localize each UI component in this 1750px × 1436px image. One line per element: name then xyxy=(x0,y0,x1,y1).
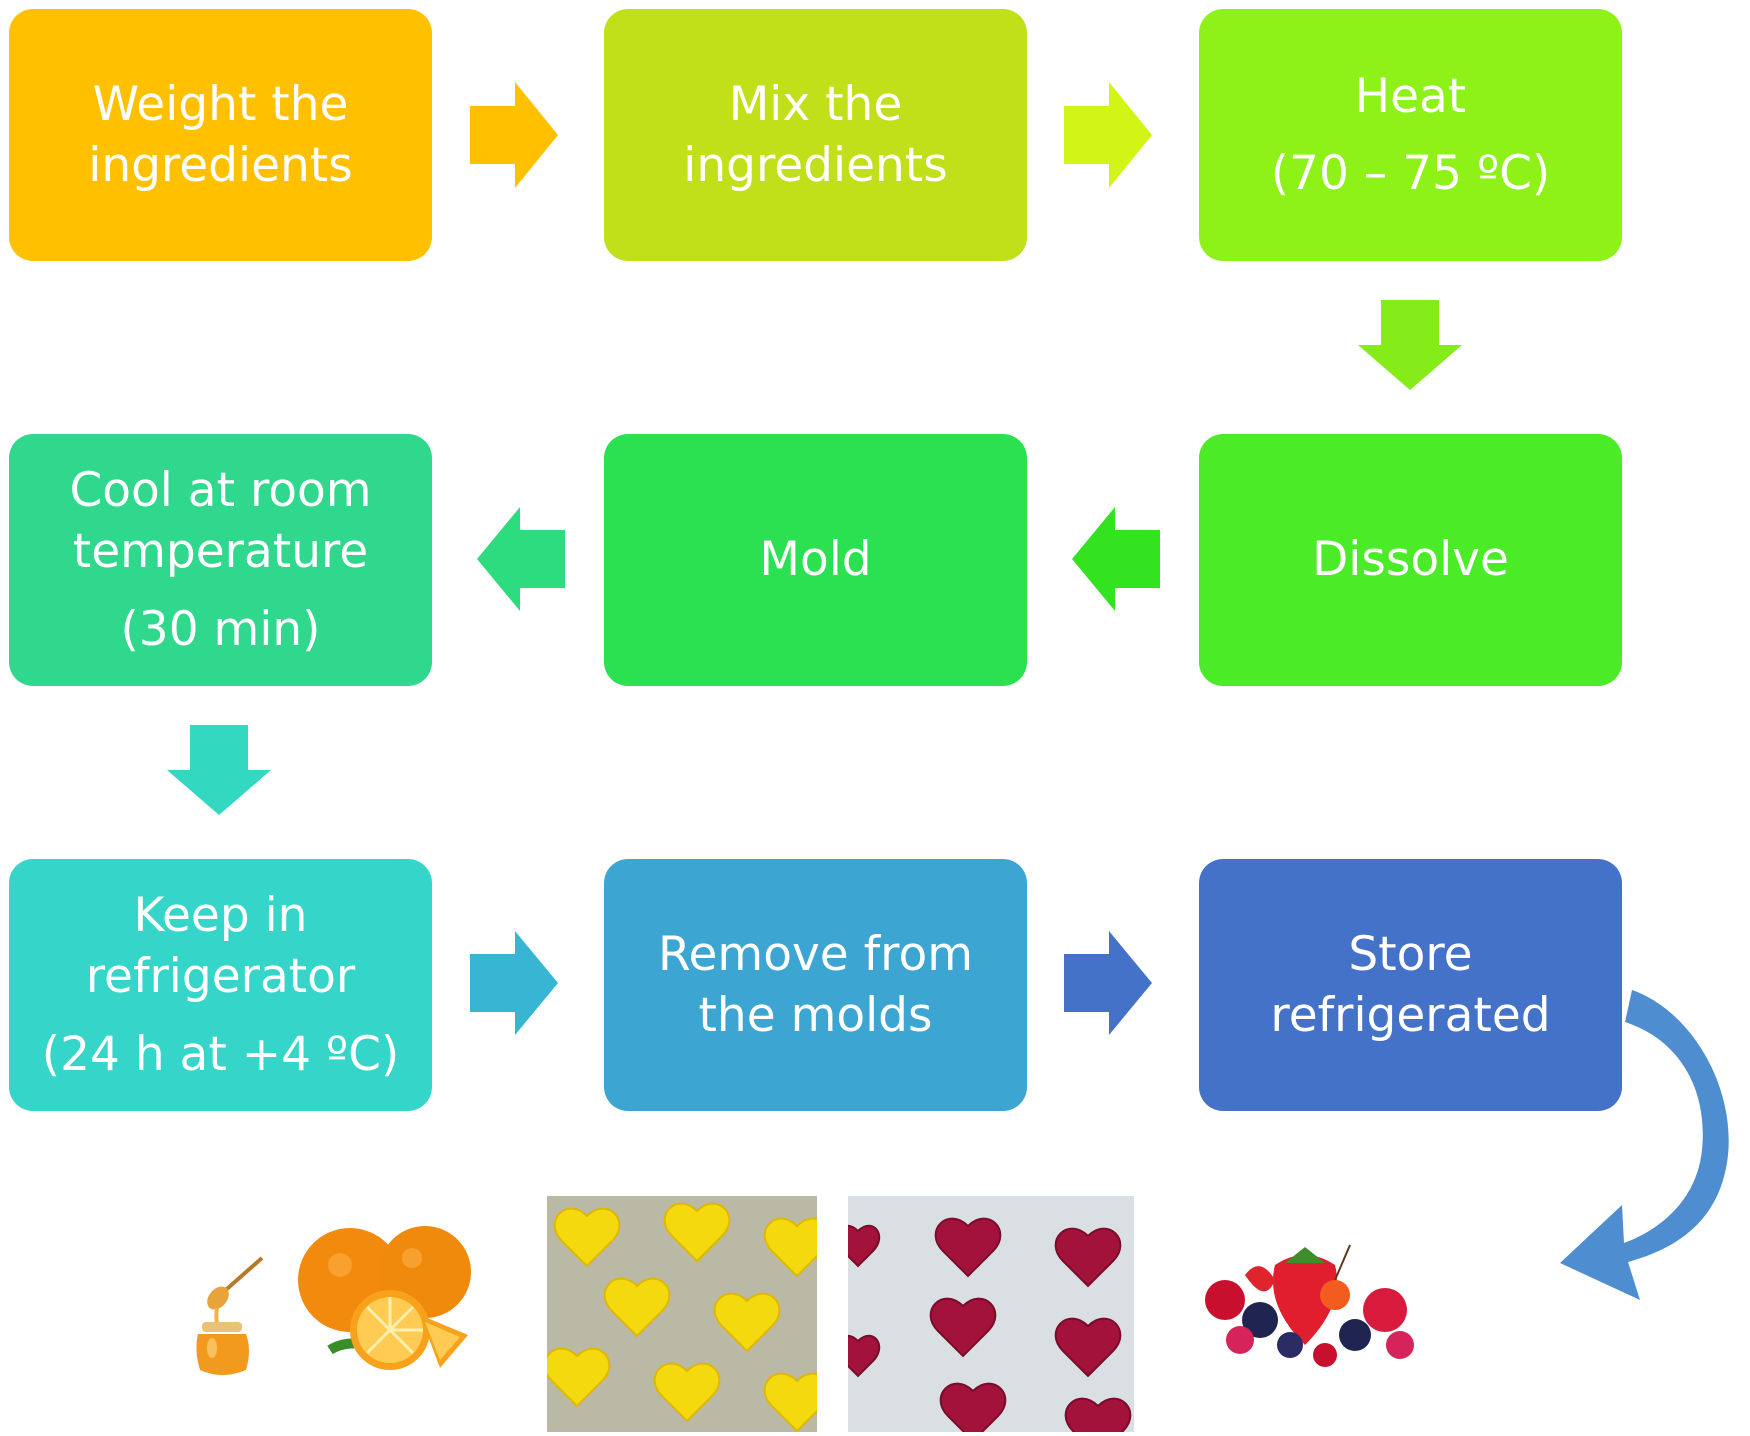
step-mold: Mold xyxy=(604,434,1027,686)
step-line: Store xyxy=(1348,926,1473,982)
orange-icon xyxy=(298,1226,471,1370)
step-mix-ingredients: Mix the ingredients xyxy=(604,9,1027,261)
arrow-heat-to-dissolve xyxy=(1358,300,1462,390)
step-remove-molds: Remove from the molds xyxy=(604,859,1027,1111)
step-weight-ingredients: Weight the ingredients xyxy=(9,9,432,261)
yellow-hearts-icon xyxy=(547,1196,817,1432)
step-line: Keep in xyxy=(133,888,308,944)
red-hearts-icon xyxy=(848,1196,1134,1432)
arrow-keep-to-remove xyxy=(470,931,558,1035)
step-line: Dissolve xyxy=(1312,532,1509,588)
step-line: refrigerator xyxy=(85,949,356,1005)
arrow-remove-to-store xyxy=(1064,931,1152,1035)
step-heat: Heat (70 – 75 ºC) xyxy=(1199,9,1622,261)
step-line: ingredients xyxy=(683,138,948,193)
arrow-mold-to-cool xyxy=(477,507,565,611)
step-line: the molds xyxy=(698,988,933,1043)
step-line: Mix the xyxy=(728,76,903,132)
step-line: (30 min) xyxy=(120,601,321,657)
step-line: ingredients xyxy=(88,138,353,193)
step-keep-refrigerator: Keep in refrigerator (24 h at +4 ºC) xyxy=(9,859,432,1111)
step-line: refrigerated xyxy=(1270,988,1551,1043)
step-line: Mold xyxy=(759,532,872,588)
arrow-weight-to-mix xyxy=(470,82,558,188)
step-dissolve: Dissolve xyxy=(1199,434,1622,686)
step-line: Cool at room xyxy=(69,463,372,519)
arrow-cool-to-keep xyxy=(167,725,271,815)
step-cool: Cool at room temperature (30 min) xyxy=(9,434,432,686)
step-store-refrigerated: Store refrigerated xyxy=(1199,859,1622,1111)
step-line: (24 h at +4 ºC) xyxy=(41,1026,400,1082)
arrow-dissolve-to-mold xyxy=(1072,507,1160,611)
honey-jar-icon xyxy=(196,1256,264,1375)
berries-icon xyxy=(1205,1244,1414,1367)
arrow-mix-to-heat xyxy=(1064,82,1152,188)
step-line: temperature xyxy=(72,524,369,580)
step-line: Weight the xyxy=(92,76,349,132)
arrow-store-to-products xyxy=(1560,990,1729,1300)
step-line: Heat xyxy=(1354,68,1467,124)
step-line: Remove from xyxy=(657,926,974,982)
step-line: (70 – 75 ºC) xyxy=(1270,146,1551,201)
